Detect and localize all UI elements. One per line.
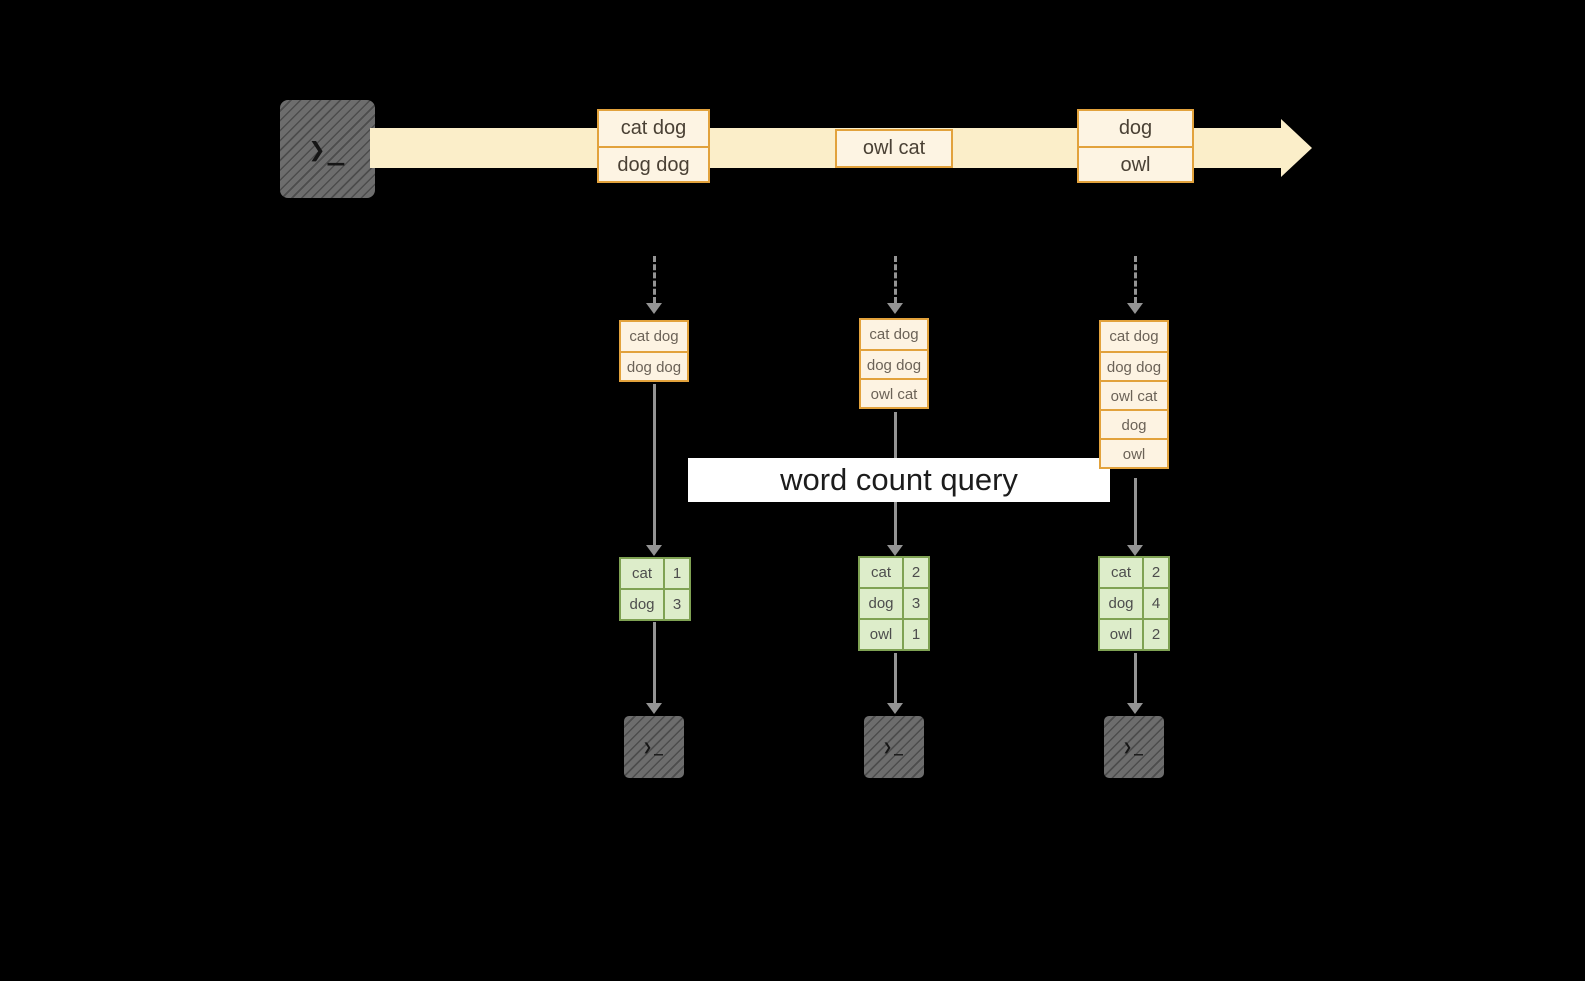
sink-arrow-icon (646, 622, 662, 714)
wordcount-table-1: cat 1 dog 3 (619, 557, 691, 621)
wordcount-table-3: cat 2 dog 4 owl 2 (1098, 556, 1170, 651)
count-cell: 3 (904, 589, 928, 618)
count-cell: 1 (665, 559, 689, 588)
word-cell: cat (860, 558, 902, 587)
dashed-arrow-icon (887, 256, 903, 314)
record-row: cat dog (869, 326, 919, 343)
sink-arrow-icon (887, 653, 903, 714)
wordcount-table-2: cat 2 dog 3 owl 1 (858, 556, 930, 651)
record-row: dog dog (621, 351, 687, 380)
record-row: dog (1101, 409, 1167, 438)
word-cell: dog (1100, 589, 1142, 618)
word-cell: owl (1100, 620, 1142, 649)
terminal-prompt-glyph: ❯_ (642, 738, 666, 756)
record-stack-3: cat dog dog dog owl cat dog owl (1099, 320, 1169, 469)
record-row: owl (1101, 438, 1167, 467)
count-cell: 2 (904, 558, 928, 587)
query-arrow-icon (646, 384, 662, 556)
record-row: owl cat (1101, 380, 1167, 409)
record-row: dog dog (861, 349, 927, 378)
sink-terminal-icon: ❯_ (624, 716, 684, 778)
stream-event-row: dog (1118, 117, 1153, 139)
dashed-arrow-icon (646, 256, 662, 314)
word-cell: dog (860, 589, 902, 618)
stream-event-box-3: dog owl (1077, 109, 1194, 183)
terminal-prompt-glyph: ❯_ (308, 132, 347, 166)
sink-arrow-icon (1127, 653, 1143, 714)
stream-event-box-1: cat dog dog dog (597, 109, 710, 183)
record-row: cat dog (629, 328, 679, 345)
stream-event-row: owl (1079, 146, 1192, 181)
record-row: cat dog (1109, 328, 1159, 345)
stream-event-row: cat dog (620, 117, 687, 139)
stream-event-box-2: owl cat (835, 129, 953, 168)
count-cell: 4 (1144, 589, 1168, 618)
stream-event-row: dog dog (599, 146, 708, 181)
terminal-prompt-glyph: ❯_ (1122, 738, 1146, 756)
dashed-arrow-icon (1127, 256, 1143, 314)
count-cell: 3 (665, 590, 689, 619)
record-row: dog dog (1101, 351, 1167, 380)
query-banner: word count query (688, 458, 1110, 502)
count-cell: 2 (1144, 558, 1168, 587)
stream-arrowhead-icon (1281, 119, 1312, 177)
word-cell: cat (1100, 558, 1142, 587)
terminal-prompt-glyph: ❯_ (882, 738, 906, 756)
word-cell: cat (621, 559, 663, 588)
sink-terminal-icon: ❯_ (1104, 716, 1164, 778)
query-banner-label: word count query (780, 462, 1018, 497)
word-cell: dog (621, 590, 663, 619)
stream-event-row: owl cat (862, 137, 926, 159)
record-stack-2: cat dog dog dog owl cat (859, 318, 929, 409)
count-cell: 1 (904, 620, 928, 649)
sink-terminal-icon: ❯_ (864, 716, 924, 778)
record-row: owl cat (861, 378, 927, 407)
word-cell: owl (860, 620, 902, 649)
source-terminal-icon: ❯_ (280, 100, 375, 198)
record-stack-1: cat dog dog dog (619, 320, 689, 382)
query-arrow-icon (1127, 478, 1143, 556)
count-cell: 2 (1144, 620, 1168, 649)
